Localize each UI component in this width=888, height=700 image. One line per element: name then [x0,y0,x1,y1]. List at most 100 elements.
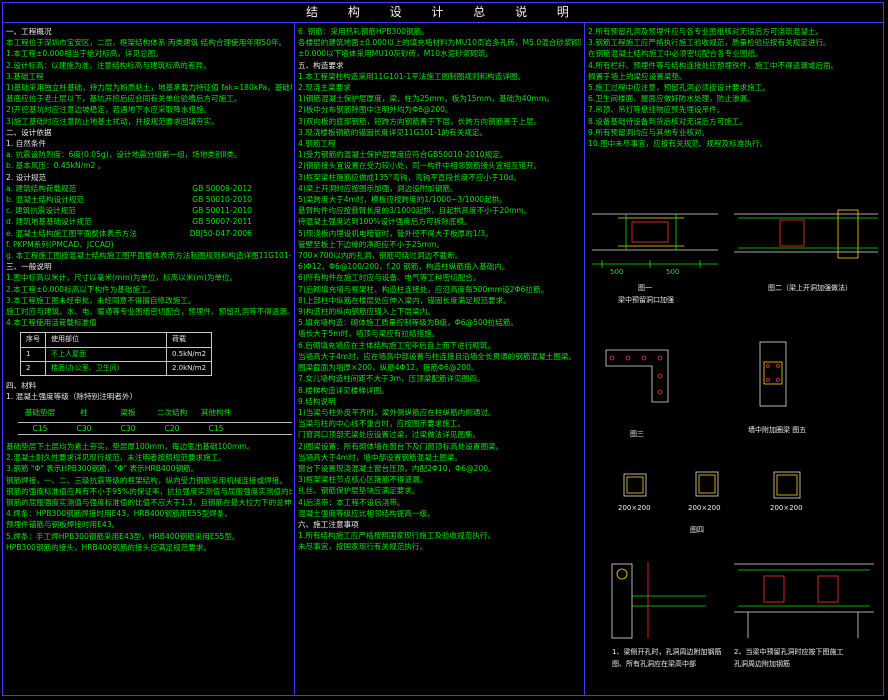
note-line: g. 本工程施工图按混凝土结构施工图平面整体表示方法制图规则和构造详图11G10… [6,251,292,261]
load-row-value: 0.5kN/m2 [165,346,213,362]
note-line: 2)开挖基坑时应注意边坡稳定，若遇地下水应采取降水措施。 [6,105,212,115]
dim-label: 500 [666,268,679,276]
code-reference-row: a. 建筑结构荷载规范 GB 50009-2012 [6,183,292,194]
material-notes-list: 四、材料 1. 混凝土强度等级（除特别注明者外） [6,380,292,402]
detail-corner [605,349,669,403]
note-line: 3.钢筋 "Φ" 表示HPB300钢筋，"Φ" 表示HRB400钢筋。 [6,464,199,474]
note-line: 8)上部柱中纵筋在楼层处应伸入梁内，锚固长度满足规范要求。 [298,295,511,305]
note-line: 4)梁上开洞时应按图示加强，洞边设附加钢筋。 [298,183,458,193]
note-line: 4.所有栏杆、预埋件等与结构连接处应预埋铁件，施工中不得遗漏或后凿。 [588,60,839,70]
note-line: HPB300钢筋的接头，HRB400钢筋的接头应满足规范要求。 [6,542,211,552]
note-line: 2)钢筋接头宜设置在受力较小处，同一构件中相邻钢筋接头宜相互错开。 [298,161,542,171]
note-line: 5)现浇板内埋设机电暗管时，管外径不得大于板厚的1/3。 [298,228,493,238]
construction-notes-list: 6. 钢筋：采用热轧钢筋HPB300钢筋。 各楼层的建筑地面±0.000以上的填… [298,26,581,553]
note-line: 2. 设计规范 [6,172,47,182]
note-line: 3)施工基础时应注意防止地基土扰动，并按规范要求回填夯实。 [6,116,219,126]
figure-label: 图三 [630,430,644,438]
note-line: 4.本工程使用活荷载标准值 [6,318,97,328]
note-line: 各楼层的建筑地面±0.000以上的填充墙材料为MU10页岩多孔砖，M5.0混合砂… [298,38,581,48]
note-line: 10.图中未尽事宜，应按有关规范、规程及标准执行。 [588,139,768,149]
note-label: 图、所有孔洞应在梁高中部 [612,659,696,668]
note-line: a. 抗震设防烈度：6度(0.05g)，设计地震分组第一组，场地类别Ⅱ类。 [6,150,242,160]
note-line: 1)当梁与柱外皮平齐时，梁外侧纵筋应在柱纵筋内侧通过。 [298,407,496,417]
note-label: 孔洞周边附加钢筋 [734,659,790,668]
live-load-table: 序号 使用部位 荷载 1 不上人屋面 0.5kN/m2 2 楼面(办公室、卫生间… [20,332,213,377]
note-line: 5.施工过程中应注意，预留孔洞必须按设计要求施工。 [588,83,770,93]
note-line: 3.基础工程 [6,71,44,81]
detail-beam-opening-2 [734,209,878,259]
figure-caption: 梁中预留洞口加强 [618,295,674,304]
figure-label: 墙中附加圈梁 图五 [748,425,806,434]
note-line: 8.设备基础待设备到货后核对无误后方可施工。 [588,116,748,126]
note-line: 本工程位于深圳市宝安区，二层，框架结构体系 丙类建筑 结构合理使用年限50年。 [6,38,287,48]
note-line: 3)框架梁柱节点核心区箍筋不得遗漏。 [298,475,428,485]
grade-label: 二次结构 [156,407,188,417]
note-label: 2、当梁中预留孔洞时应按下图施工 [734,647,843,656]
note-line: f. PKPM系列(PMCAD、JCCAD) [6,239,114,249]
note-line: 9.所有预留洞均应与其他专业核对。 [588,127,710,137]
load-row-part: 楼面(办公室、卫生间) [45,360,167,377]
grade-value: C15 [32,423,48,433]
note-line: 1. 自然条件 [6,139,47,149]
detail-beam-hole [734,563,874,638]
code-number: GB 50007-2011 [192,217,252,227]
section-label: 200×200 [688,504,721,512]
note-line: 2)板中分布钢筋除图中注明外均为Φ6@200。 [298,105,453,115]
figure-label: 图一 [638,284,652,292]
note-line: 1)基础采用独立柱基础，持力层为粉质粘土，地基承载力特征值 fak=180kPa… [6,83,292,93]
note-line: 1.图中标高以米计，尺寸以毫米(mm)为单位，标高以米(m)为单位。 [6,273,238,283]
load-header-part: 使用部位 [45,332,167,348]
note-line: 钢筋的强度标准值应具有不小于95%的保证率，抗拉强度实测值与屈服强度实测值的比值… [6,486,292,496]
notes-column-2: 6. 钢筋：采用热轧钢筋HPB300钢筋。 各楼层的建筑地面±0.000以上的填… [298,26,581,696]
grade-value: C30 [76,423,92,433]
note-line: 3.本工程施工图未经审批，未经同意不得擅自修改施工。 [6,295,196,305]
grade-label: 柱 [80,407,88,417]
concrete-grade-labels: 基础垫层 柱 梁板 二次结构 其他构件 [18,407,292,418]
code-name: a. 建筑结构荷载规范 [6,183,77,193]
notes-column-1: 一、工程概况 本工程位于深圳市宝安区，二层，框架结构体系 丙类建筑 结构合理使用… [6,26,292,696]
note-line: 3)框架梁柱箍筋应做成135°弯钩，弯钩平直段长度不应小于10d。 [298,172,521,182]
note-line: 2.设计标高：以建施为准，注意结构标高与建筑标高的差异。 [6,60,211,70]
dim-label: 500 [610,268,623,276]
page-title: 结 构 设 计 总 说 明 [306,5,582,19]
note-line: 施工时应与建筑、水、电、暖通等专业图纸密切配合，预埋件、预留孔洞等不得遗漏。 [6,307,292,317]
note-line: 6. 钢筋：采用热轧钢筋HPB300钢筋。 [298,27,429,36]
detail-wall-tie [611,562,706,639]
note-line: 7.女儿墙构造柱间距不大于3m，压顶梁配筋详见图四。 [298,374,485,384]
note-line: 待混凝土强度达到100%设计强度后方可拆除底模。 [298,217,472,227]
general-notes-list: 一、工程概况 本工程位于深圳市宝安区，二层，框架结构体系 丙类建筑 结构合理使用… [6,26,292,328]
section-heading: 一、工程概况 [6,27,52,36]
note-line: 墙长大于5m时，墙顶与梁应有拉结措施。 [298,329,440,339]
note-line: 2.混凝土耐久性要求详见现行规范，未注明者按照规范要求施工。 [6,453,226,463]
figure-label: 图四 [690,526,704,534]
grade-value: C20 [164,423,180,433]
note-line: 悬臂构件均应按悬臂长度的3/1000起拱，且起拱高度不小于20mm。 [298,206,532,216]
code-name: e. 混凝土结构施工图平面整体表示方法 [6,228,137,238]
note-line: 1. 混凝土强度等级（除特别注明者外） [6,392,138,402]
note-line: 1.本工程梁柱构造采用11G101-1平法施工图制图规则和构造详图。 [298,71,526,81]
note-line: 6.卫生间楼面、屋面应做好防水处理，防止渗漏。 [588,94,755,104]
load-row-value: 2.0kN/m2 [165,360,213,377]
load-row-part: 不上人屋面 [45,346,167,362]
section-heading: 三、一般说明 [6,262,52,272]
code-number: GB 50009-2012 [192,183,252,193]
note-line: 700×700以内的孔洞，钢筋可绕过洞边不截断。 [298,251,463,261]
note-line: b. 基本风压：0.45kN/m2 。 [6,161,106,171]
note-line: 当墙高大于4m时，应在墙高中部设置与柱连接且沿墙全长贯通的钢筋混凝土圈梁。 [298,351,577,361]
note-line: 当梁与柱的中心线不重合时，应按图示要求施工。 [298,419,466,429]
section-heading: 六、施工注意事项 [298,519,359,529]
steel-notes-list: 基础垫层下土层均为素土夯实，垫层厚100mm，每边宽出基础100mm。 2.混凝… [6,441,292,553]
note-line: 6)所有构件在施工时应与设备、电气等工种密切配合。 [298,273,481,283]
detail-drawings: 500 500 图一 梁中预留洞口加强 图二（梁上开洞加强做法） 图三 墙中附加… [592,209,878,668]
note-line: 当墙高大于4m时，墙中部设置钢筋混凝土圈梁。 [298,452,463,462]
code-name: c. 建筑抗震设计规范 [6,206,76,216]
note-line: 基础垫层下土层均为素土夯实，垫层厚100mm，每边宽出基础100mm。 [6,441,255,451]
column-divider-1 [294,22,295,696]
section-heading: 五、构造要求 [298,60,344,70]
section-heading: 四、材料 [6,381,37,391]
note-line: 扎丝、钢筋保护层垫块应满足要求。 [298,486,420,496]
grade-value: C15 [208,423,224,433]
note-line: 1.本工程±0.000相当于绝对标高，详见总图。 [6,49,163,59]
notes-column-3: 2.所有预留孔洞及预埋件应与各专业图纸核对无误后方可浇筑混凝土。3.钢筋工程施工… [588,26,880,192]
